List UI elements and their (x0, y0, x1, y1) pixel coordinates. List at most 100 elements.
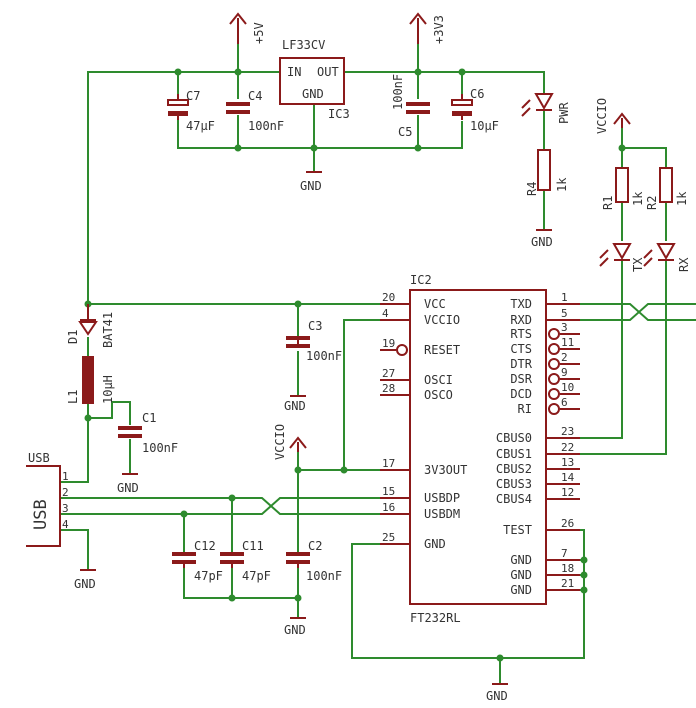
ic2-pin-name: DTR (510, 357, 532, 371)
capacitor-c11: C11 47pF (220, 539, 271, 583)
ic2-pin-name: TEST (503, 523, 532, 537)
ic2-pin-number: 11 (561, 336, 574, 349)
ic2-pin-name: OSCO (424, 388, 453, 402)
r2-ref: R2 (645, 196, 659, 210)
ic2-pin-number: 7 (561, 547, 568, 560)
supply-5v-label: +5V (252, 22, 266, 44)
ic2-pin-name: 3V3OUT (424, 463, 467, 477)
ic2-pin-gnd-21: 21 GND (510, 577, 580, 597)
led-rx-label: RX (677, 257, 691, 272)
usb-pin-3: 3 (62, 502, 69, 515)
c4-ref: C4 (248, 89, 262, 103)
c1-value: 100nF (142, 441, 178, 455)
ic2-pin-name: VCCIO (424, 313, 460, 327)
ic2-pin-name: RESET (424, 343, 460, 357)
ic2-pin-name: RTS (510, 327, 532, 341)
resistor-r1: R1 1k (601, 167, 645, 210)
ic2-pin-name: CBUS3 (496, 477, 532, 491)
ic2-pin-number: 18 (561, 562, 574, 575)
usb-title: USB (28, 451, 50, 465)
ic2-pin-name: DCD (510, 387, 532, 401)
c2-value: 100nF (306, 569, 342, 583)
capacitor-c5: 100nF C5 (391, 74, 430, 139)
ic2-pin-name: CBUS1 (496, 447, 532, 461)
c3-value: 100nF (306, 349, 342, 363)
ic2-pin-number: 26 (561, 517, 574, 530)
led-rx: RX (643, 243, 691, 272)
ic2-pin-test-26: 26 TEST (503, 517, 580, 537)
regulator-ic3: LF33CV IN OUT GND IC3 (279, 38, 350, 121)
ic2-pin-number: 21 (561, 577, 574, 590)
usb-connector: USB USB 1 2 3 4 (26, 451, 69, 547)
supply-vccio-mid-label: VCCIO (273, 424, 287, 460)
ic2-pin-number: 23 (561, 425, 574, 438)
ic2-pin-number: 9 (561, 366, 568, 379)
ic2-pin-gnd: 25 GND (380, 531, 446, 551)
c5-ref: C5 (398, 125, 412, 139)
d1-value: BAT41 (101, 312, 115, 348)
c7-ref: C7 (186, 89, 200, 103)
ic2-pin-number: 5 (561, 307, 568, 320)
c11-ref: C11 (242, 539, 264, 553)
ic2-pin-number: 22 (561, 441, 574, 454)
ic2-pin-number: 4 (382, 307, 389, 320)
ic2-pin-name: GND (424, 537, 446, 551)
ic2-pin-name: GND (510, 553, 532, 567)
capacitor-c4: C4 100nF (226, 89, 284, 133)
ic2-pin-gnd-7: 7 GND (510, 547, 580, 567)
r2-value: 1k (675, 191, 689, 206)
c5-value: 100nF (391, 74, 405, 110)
c3-ref: C3 (308, 319, 322, 333)
ic2-pin-number: 10 (561, 381, 574, 394)
ic2-pin-number: 25 (382, 531, 395, 544)
capacitor-c12: C12 47pF (172, 539, 223, 583)
ic2-pin-number: 14 (561, 471, 575, 484)
ic2-pin-dcd-10: 10 DCD (510, 381, 580, 401)
r4-value: 1k (555, 177, 569, 192)
regulator-ref: IC3 (328, 107, 350, 121)
c1-ref: C1 (142, 411, 156, 425)
c4-value: 100nF (248, 119, 284, 133)
ic2-pin-number: 15 (382, 485, 395, 498)
supply-vccio-top: VCCIO (595, 98, 631, 134)
regulator-out-label: OUT (317, 65, 339, 79)
ic2-pin-vccio: 4 VCCIO (380, 307, 460, 327)
ic2-pin-number: 1 (561, 291, 568, 304)
ic2-pin-name: USBDM (424, 507, 460, 521)
ic2-pin-number: 2 (561, 351, 568, 364)
l1-value: 10µH (101, 375, 115, 404)
r4-ref: R4 (525, 182, 539, 196)
gnd-label-ic2: GND (486, 689, 508, 703)
ic2-pin-3v3out: 17 3V3OUT (380, 457, 467, 477)
c11-value: 47pF (242, 569, 271, 583)
ic2-pin-number: 16 (382, 501, 395, 514)
gnd-label-r4: GND (531, 235, 553, 249)
usb-pin-2: 2 (62, 486, 69, 499)
usb-pin-1: 1 (62, 470, 69, 483)
regulator-gnd-label: GND (302, 87, 324, 101)
ic2-pin-cbus1-22: 22 CBUS1 (496, 441, 580, 461)
regulator-in-label: IN (287, 65, 301, 79)
ic2-pin-name: VCC (424, 297, 446, 311)
ic2-pin-name: RXD (510, 313, 532, 327)
ic2-pin-name: USBDP (424, 491, 460, 505)
ic2-pin-number: 17 (382, 457, 395, 470)
led-pwr-label: PWR (557, 102, 571, 124)
usb-label: USB (31, 499, 51, 530)
c6-ref: C6 (470, 87, 484, 101)
capacitor-c6: C6 10µF (451, 87, 499, 133)
regulator-name: LF33CV (282, 38, 325, 52)
ic2-pin-name: GND (510, 583, 532, 597)
supply-vccio-mid: VCCIO (273, 424, 307, 460)
supply-3v3: +3V3 (409, 12, 446, 44)
r1-value: 1k (631, 191, 645, 206)
